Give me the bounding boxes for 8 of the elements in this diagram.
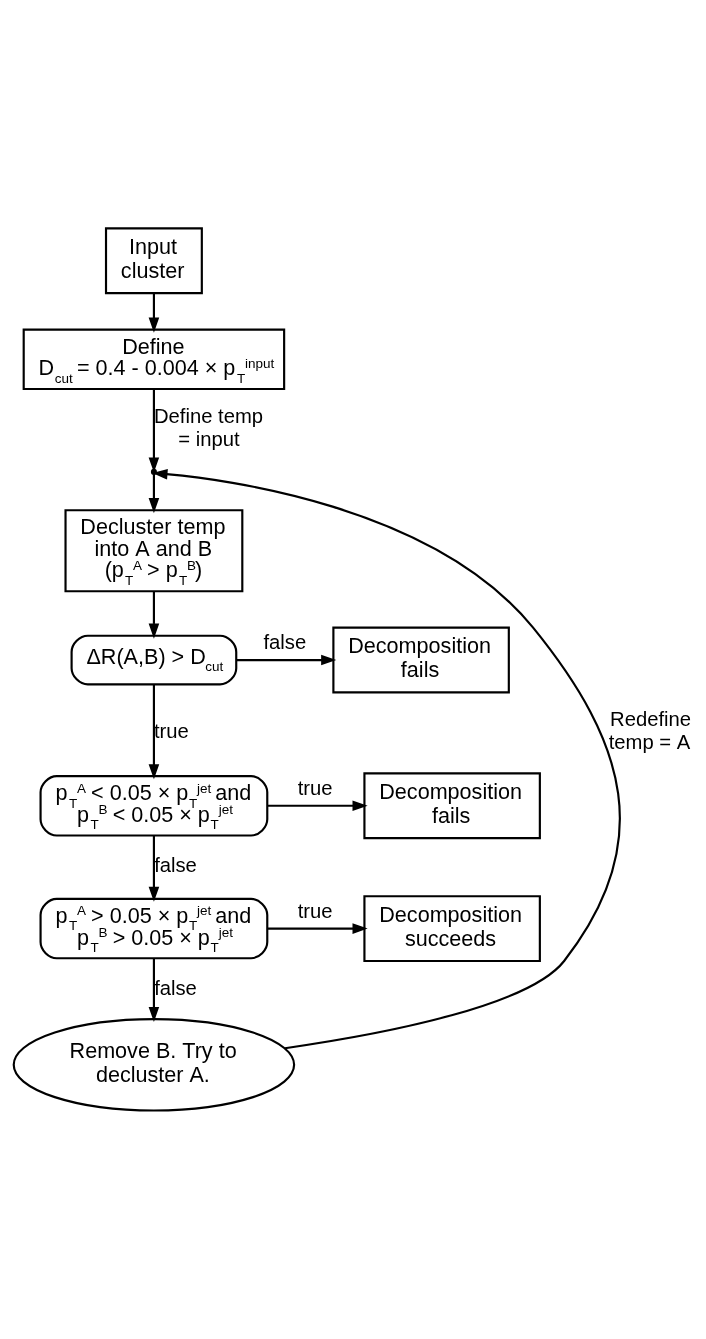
edge-label: true xyxy=(297,899,333,922)
edge-label: true xyxy=(153,719,189,742)
edge-label: Define temp = input xyxy=(153,404,264,450)
edge-label: Redefine temp = A xyxy=(608,708,692,754)
edge-label: false xyxy=(154,853,197,876)
edge-label: false xyxy=(263,631,307,654)
edge-label: true xyxy=(297,777,333,799)
edge-label: false xyxy=(154,976,197,999)
